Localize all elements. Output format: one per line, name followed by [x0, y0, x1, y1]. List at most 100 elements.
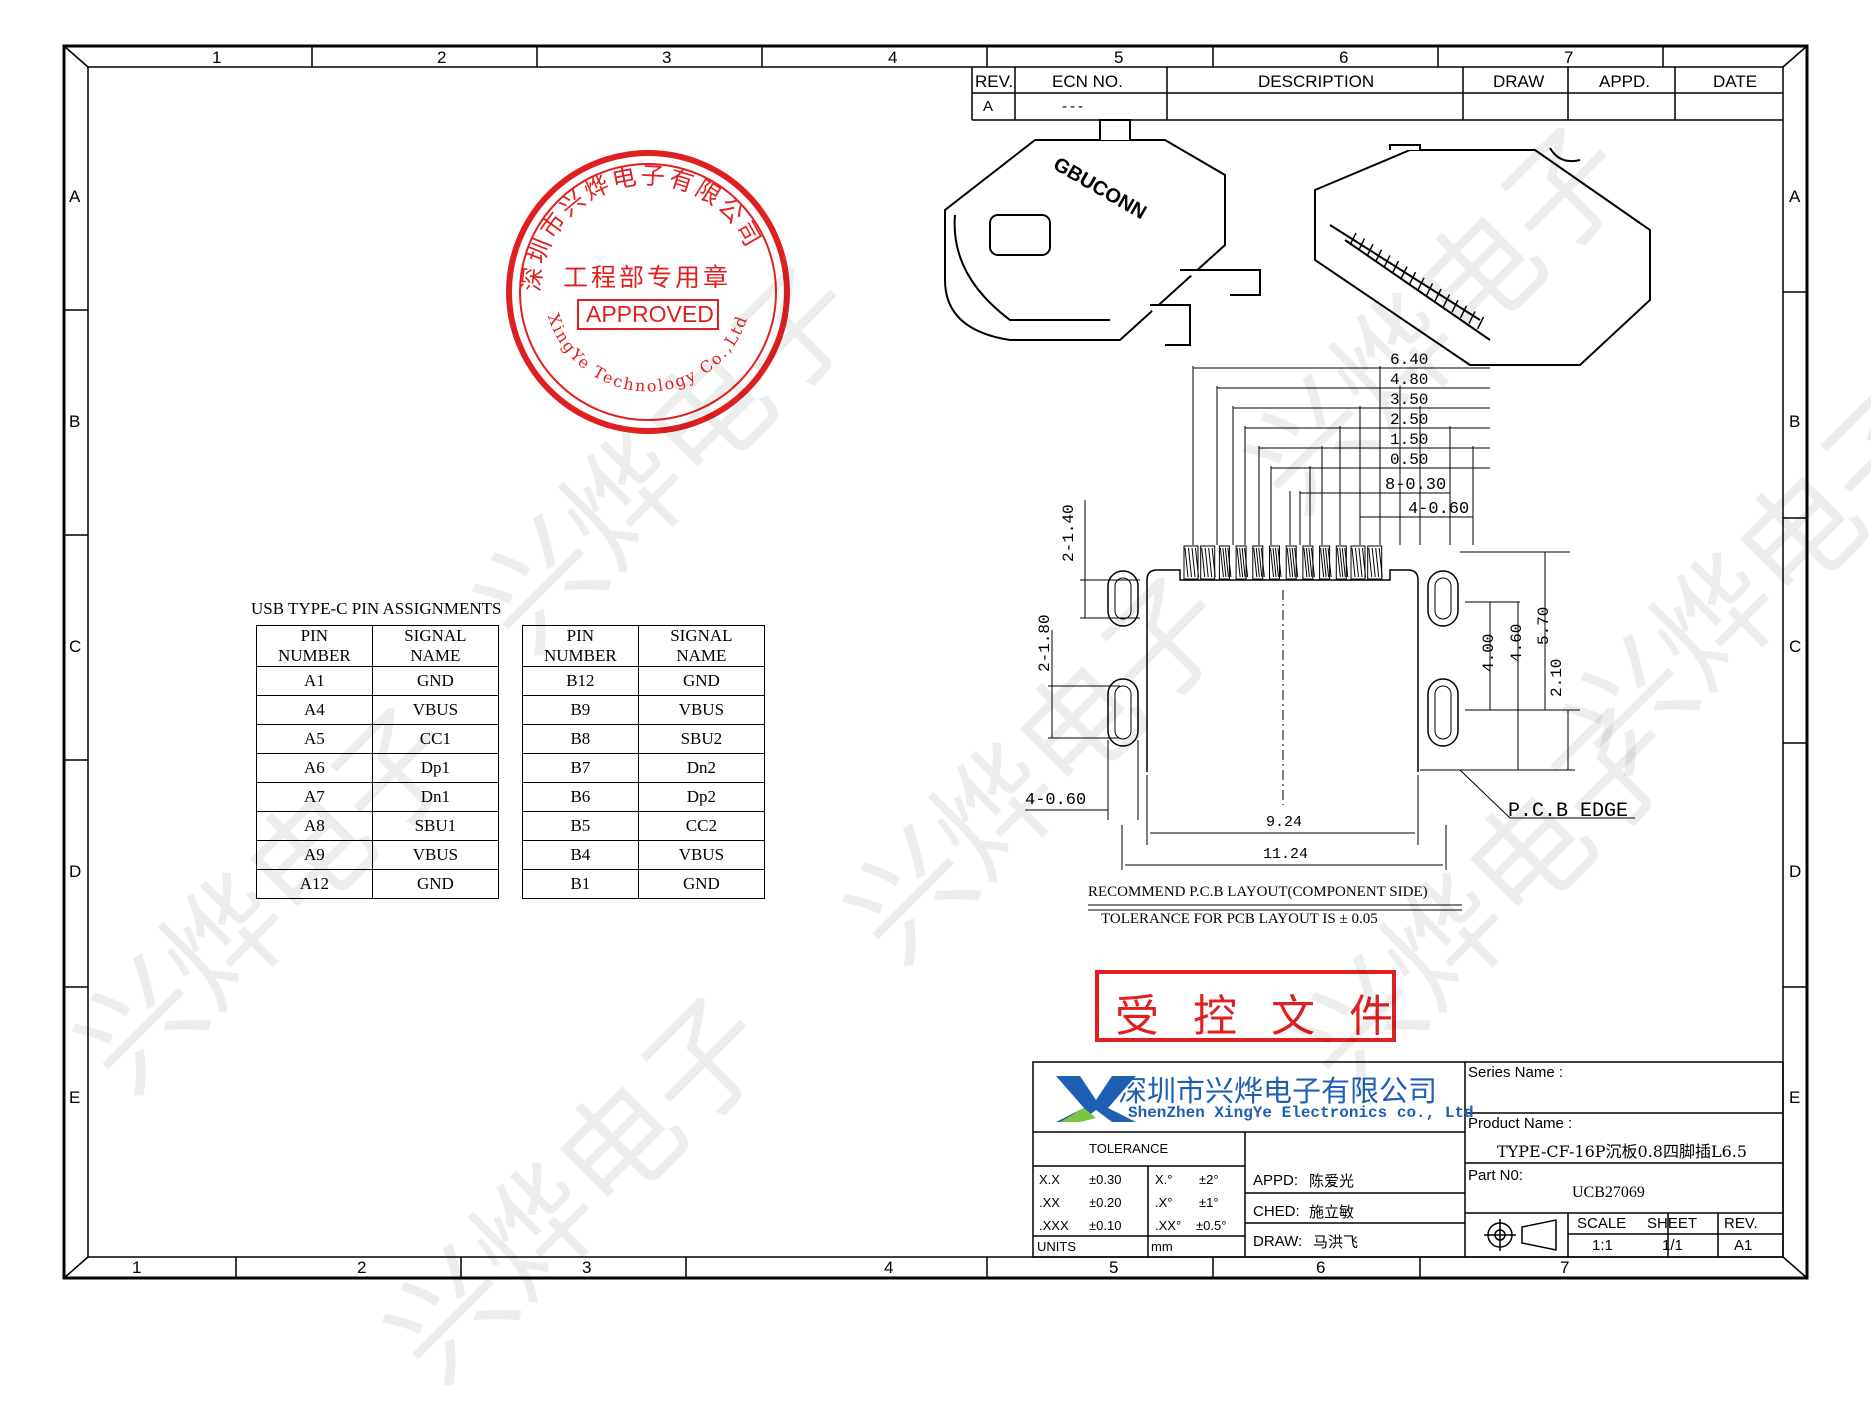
pin-table-b-signal-name: CC2	[637, 811, 766, 841]
dim-left-2-1-80: 2-1.80	[1036, 614, 1054, 672]
pin-table-b-signal-name: VBUS	[637, 695, 766, 725]
pcb-pad-hatch	[1310, 547, 1315, 578]
pcb-layout-title: RECOMMEND P.C.B LAYOUT(COMPONENT SIDE)	[1088, 884, 1428, 900]
zone-label-bottom-2: 2	[357, 1258, 367, 1277]
tol-row2-c4: ±1°	[1199, 1195, 1219, 1210]
draw-label: DRAW:	[1253, 1233, 1303, 1250]
pin-table-a-pin-number: A6	[256, 753, 373, 783]
ched-label: CHED:	[1253, 1203, 1300, 1220]
pcb-tolerance-note: TOLERANCE FOR PCB LAYOUT IS ± 0.05	[1101, 911, 1378, 927]
tol-row1-c3: X.°	[1155, 1172, 1173, 1187]
pin-table-title: USB TYPE-C PIN ASSIGNMENTS	[251, 599, 502, 618]
pcb-pad-hatch	[1355, 547, 1359, 578]
pcb-pad-hatch	[1272, 547, 1277, 578]
appd-name: 陈爱光	[1309, 1172, 1355, 1190]
pin-table-a-header-signal: SIGNAL NAME	[371, 625, 500, 667]
scale-value: 1:1	[1592, 1237, 1613, 1254]
pcb-edge-label: P.C.B EDGE	[1508, 800, 1629, 823]
company-name-cn: 深圳市兴烨电子有限公司	[1118, 1074, 1438, 1108]
rev-header-date: DATE	[1713, 72, 1758, 91]
tol-row3-c2: ±0.10	[1089, 1218, 1122, 1233]
rev-label: REV.	[1724, 1215, 1758, 1232]
pcb-pad-hatch	[1308, 547, 1313, 578]
dim-right-2-10: 2.10	[1548, 658, 1566, 697]
sheet-label: SHEET	[1647, 1215, 1698, 1232]
rev-header-rev: REV.	[975, 72, 1014, 91]
zone-label-left-E: E	[69, 1088, 81, 1107]
dim-bottom-9-24: 9.24	[1266, 814, 1303, 831]
rev-header-ecn: ECN NO.	[1052, 72, 1123, 91]
part-label: Part N0:	[1468, 1167, 1524, 1184]
connector-pin	[1366, 243, 1374, 257]
tolerance-header: TOLERANCE	[1089, 1141, 1169, 1156]
tol-row3-c4: ±0.5°	[1196, 1218, 1227, 1233]
pin-table-b-pin-number: B9	[522, 695, 639, 725]
pcb-pad-hatch	[1327, 547, 1332, 578]
pcb-pad-hatch	[1286, 547, 1291, 578]
zone-label-right-B: B	[1789, 412, 1801, 431]
zone-label-top-5: 5	[1114, 48, 1124, 67]
tol-row1-c2: ±0.30	[1089, 1172, 1122, 1187]
zone-label-top-1: 1	[212, 48, 222, 67]
projection-symbol-icon	[1484, 1219, 1557, 1251]
stamp-approved: APPROVED	[586, 301, 714, 327]
pin-table-a-signal-name: GND	[371, 666, 500, 696]
pcb-pad-hatch	[1253, 547, 1258, 578]
dim-left-2-1-40: 2-1.40	[1060, 504, 1078, 562]
pcb-pad-hatch	[1239, 547, 1244, 578]
dim-right-5-70: 5.70	[1535, 606, 1553, 645]
pcb-pad-hatch	[1208, 547, 1213, 578]
zone-label-bottom-1: 1	[132, 1258, 142, 1277]
pin-table-b-header-signal: SIGNAL NAME	[637, 625, 766, 667]
pcb-pad-hatch	[1305, 547, 1310, 578]
zone-label-right-C: C	[1789, 637, 1802, 656]
dim-top-6-40: 6.40	[1390, 351, 1429, 369]
pcb-pad-hatch	[1191, 547, 1196, 578]
connector-pin	[1349, 232, 1357, 246]
pcb-pad-hatch	[1219, 547, 1224, 578]
pin-table-b-signal-name: GND	[637, 666, 766, 696]
ched-name: 施立敏	[1309, 1203, 1355, 1221]
units-value: mm	[1151, 1239, 1173, 1254]
pcb-pad-hatch	[1294, 547, 1299, 578]
product-value: TYPE-CF-16P沉板0.8四脚插L6.5	[1497, 1142, 1748, 1161]
rev-value: A1	[1734, 1237, 1753, 1254]
pcb-pad-hatch	[1303, 547, 1308, 578]
pcb-pad-hatch	[1222, 547, 1227, 578]
pcb-pad-hatch	[1211, 547, 1216, 578]
zone-label-top-2: 2	[437, 48, 447, 67]
connector-pin	[1408, 271, 1417, 285]
pcb-pad-hatch	[1201, 547, 1206, 578]
connector-pin	[1357, 238, 1366, 251]
pcb-pad-hatch	[1188, 547, 1192, 578]
pcb-pad-hatch	[1236, 547, 1241, 578]
pcb-pad-hatch	[1255, 547, 1260, 578]
pcb-pad-hatch	[1244, 547, 1249, 578]
controlled-document-stamp	[1095, 970, 1396, 1042]
pcb-pad-hatch	[1275, 547, 1279, 578]
dim-top-2-50: 2.50	[1390, 411, 1429, 429]
pcb-layout-drawing	[1107, 569, 1459, 805]
pin-table-b-signal-name: Dn2	[637, 753, 766, 783]
tol-row3-c1: .XXX	[1039, 1218, 1069, 1233]
tol-row1-c4: ±2°	[1199, 1172, 1219, 1187]
pcb-pad-hatch	[1260, 547, 1265, 578]
connector-pin	[1451, 299, 1459, 313]
rev-header-description: DESCRIPTION	[1258, 72, 1375, 91]
zone-label-top-7: 7	[1564, 48, 1574, 67]
dim-left-4-0-60: 4-0.60	[1025, 791, 1087, 810]
pcb-pad-hatch	[1184, 547, 1189, 578]
pcb-pad-hatch	[1322, 547, 1327, 578]
pin-table-a-signal-name: Dn1	[371, 782, 500, 812]
tol-row2-c1: .XX	[1039, 1195, 1060, 1210]
pcb-pad-hatch	[1358, 547, 1363, 578]
